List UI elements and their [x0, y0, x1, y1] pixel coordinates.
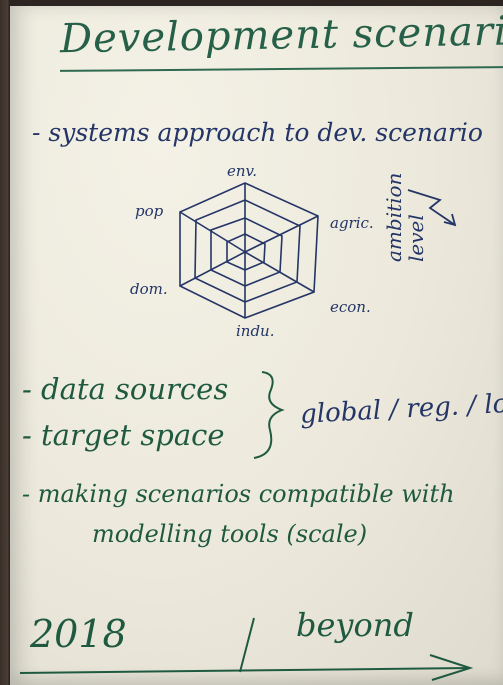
radar-label-econ: econ.: [330, 298, 371, 316]
radar-ring-2: [194, 199, 301, 303]
list-item-target-space: - target space: [22, 418, 225, 452]
timeline-start: 2018: [30, 612, 127, 656]
radar-ring-outer: [179, 182, 319, 319]
radar-spoke-agric: [244, 215, 319, 253]
list-item-making-scenarios-cont: modelling tools (scale): [92, 520, 368, 548]
list-item-making-scenarios: - making scenarios compatible with: [22, 480, 455, 508]
list-item-data-sources: - data sources: [22, 372, 229, 406]
ambition-level-label: ambition level: [382, 172, 428, 262]
radar-spoke-dom: [179, 251, 246, 287]
radar-ring-3: [210, 217, 283, 287]
radar-label-dom: dom.: [130, 280, 168, 298]
radar-label-agric: agric.: [330, 214, 374, 232]
radar-label-pop: pop: [135, 202, 164, 220]
systems-approach-line: - systems approach to dev. scenario: [32, 118, 483, 147]
timeline-end: beyond: [296, 606, 414, 644]
radar-spoke-pop: [179, 211, 246, 253]
radar-ring-inner: [226, 233, 266, 271]
ambition-arrow-icon: [407, 189, 457, 227]
bracket-icon: [253, 371, 285, 459]
radar-label-indu: indu.: [236, 322, 275, 340]
flipchart-paper: [10, 6, 503, 685]
timeline-axis: [19, 617, 474, 681]
radar-label-env: env.: [227, 162, 257, 180]
